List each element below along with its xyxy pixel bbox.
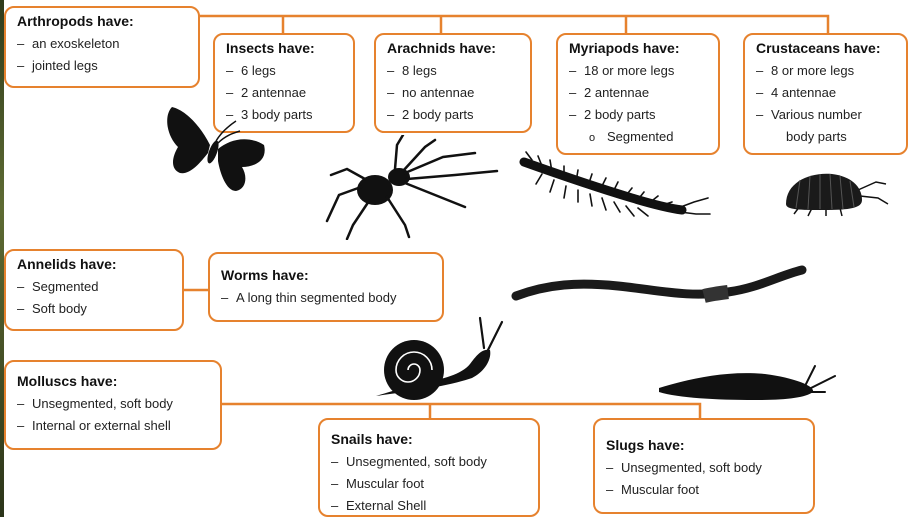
list-item: Muscular foot [606,479,804,501]
list-item: jointed legs [17,55,189,77]
butterfly-icon [160,105,272,200]
list-item: 8 or more legs [756,60,897,82]
list-item: Internal or external shell [17,415,211,437]
list-item: 4 antennae [756,82,897,104]
slugs-box: Slugs have: Unsegmented, soft body Muscu… [593,418,815,514]
snail-icon [372,308,512,400]
list-item: Unsegmented, soft body [331,451,529,473]
slug-icon [655,360,845,408]
list-item: 2 antennae [569,82,709,104]
crustaceans-title: Crustaceans have: [756,40,897,56]
woodlouse-icon [780,168,890,218]
earthworm-icon [508,262,808,310]
myriapods-box: Myriapods have: 18 or more legs 2 antenn… [556,33,720,155]
list-item: 8 legs [387,60,521,82]
list-item: Unsegmented, soft body [17,393,211,415]
annelids-title: Annelids have: [17,256,173,272]
worms-title: Worms have: [221,267,433,283]
myriapods-title: Myriapods have: [569,40,709,56]
list-item: Various number [756,104,897,126]
list-item: A long thin segmented body [221,287,433,309]
list-item: 2 body parts [387,104,521,126]
list-item: Soft body [17,298,173,320]
list-item: External Shell [331,495,529,517]
snails-box: Snails have: Unsegmented, soft body Musc… [318,418,540,517]
list-item: 6 legs [226,60,344,82]
list-item: an exoskeleton [17,33,189,55]
molluscs-title: Molluscs have: [17,373,211,389]
snails-title: Snails have: [331,431,529,447]
list-item: 18 or more legs [569,60,709,82]
arachnids-box: Arachnids have: 8 legs no antennae 2 bod… [374,33,532,133]
list-item: Unsegmented, soft body [606,457,804,479]
crustaceans-box: Crustaceans have: 8 or more legs 4 anten… [743,33,908,155]
list-item: no antennae [387,82,521,104]
insects-title: Insects have: [226,40,344,56]
spider-icon [325,135,505,240]
list-item: 2 body parts [569,104,709,126]
slugs-title: Slugs have: [606,437,804,453]
annelids-box: Annelids have: Segmented Soft body [4,249,184,331]
list-item: Muscular foot [331,473,529,495]
sub-list-item: Segmented [569,126,709,149]
centipede-icon [512,150,712,220]
molluscs-box: Molluscs have: Unsegmented, soft body In… [4,360,222,450]
arthropods-title: Arthropods have: [17,13,189,29]
list-item-continuation: body parts [756,126,897,148]
list-item: 2 antennae [226,82,344,104]
arachnids-title: Arachnids have: [387,40,521,56]
list-item: Segmented [17,276,173,298]
arthropods-box: Arthropods have: an exoskeleton jointed … [4,6,200,88]
